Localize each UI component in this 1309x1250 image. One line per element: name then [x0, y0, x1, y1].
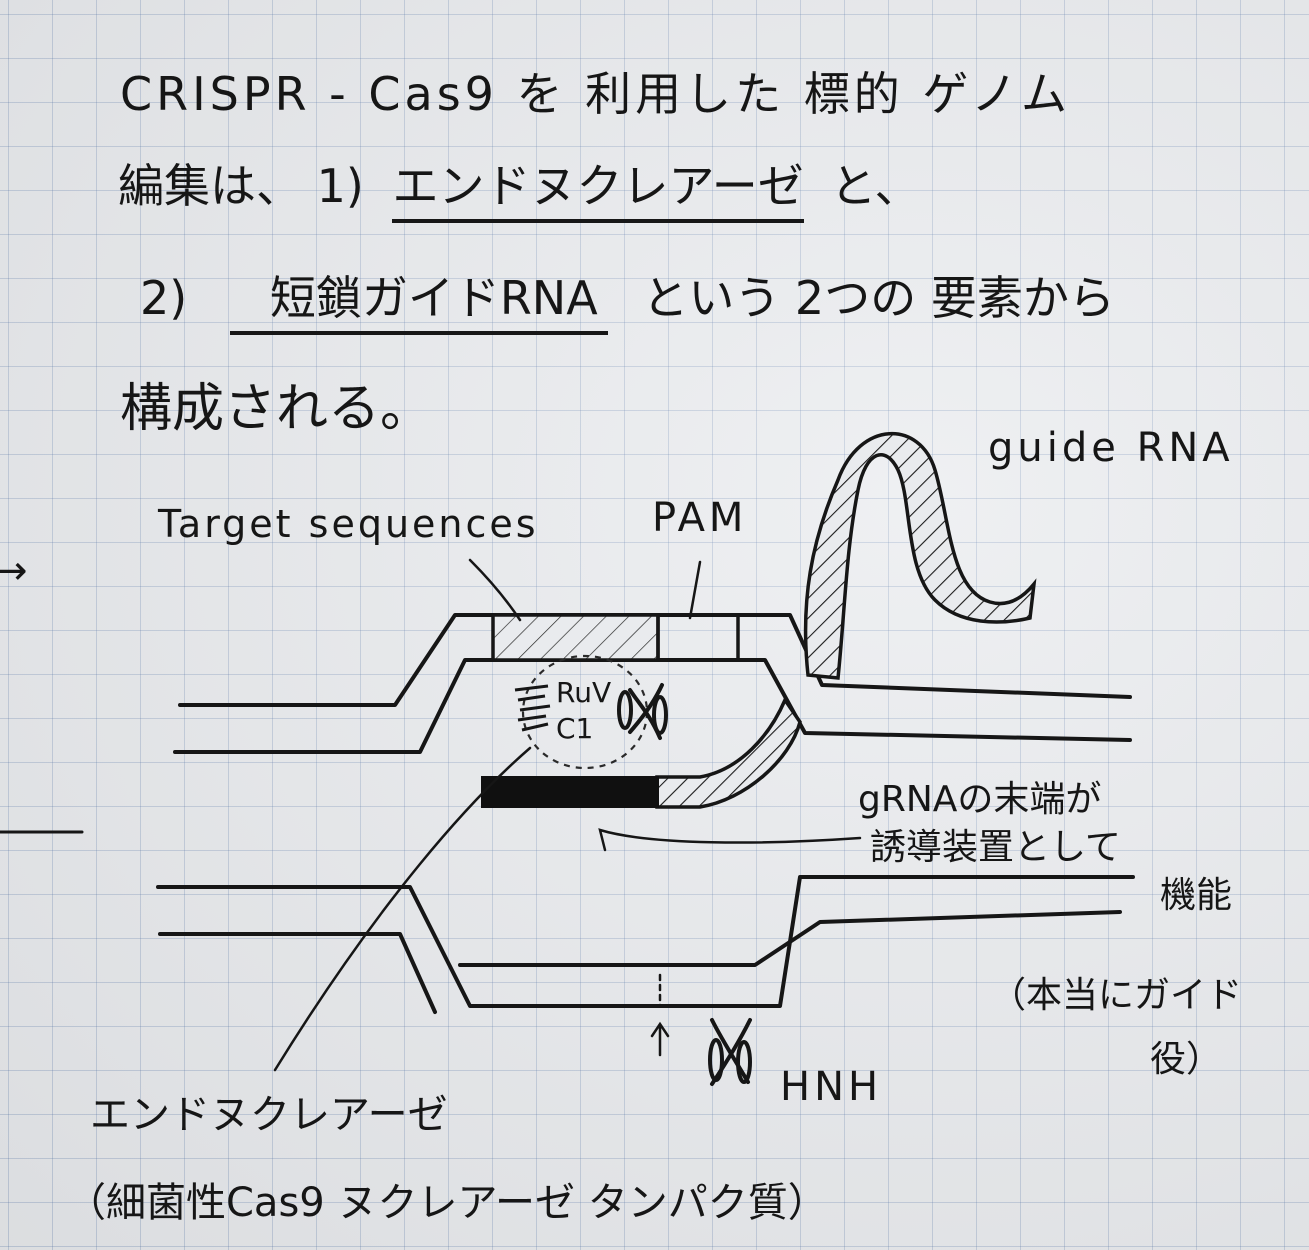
note-line-3-prefix: 2)	[140, 271, 188, 325]
grna-note-line-3: 機能	[1160, 875, 1233, 916]
leader-grna-note	[598, 828, 862, 852]
ruvc-label-top: RuV	[556, 676, 612, 709]
underlined-guide-rna: 短鎖ガイドRNA	[229, 271, 608, 335]
target-sequence-box	[491, 613, 660, 662]
leader-target	[468, 558, 522, 622]
ruvc-label-bottom: C1	[556, 712, 594, 745]
note-line-2-suffix: と、	[830, 159, 921, 213]
scissors-icon-ruvc	[617, 683, 668, 740]
margin-arrow-icon: →	[0, 548, 28, 594]
grna-strand-in-bubble	[655, 696, 802, 809]
underlined-endonuclease: エンドヌクレアーゼ	[392, 159, 804, 223]
dna-bottom-inner-strand-2	[458, 910, 1122, 967]
dna-bottom-inner-strand	[158, 932, 437, 1014]
guide-role-note-line-2: 役）	[1150, 1039, 1223, 1080]
target-dna-black-segment	[481, 776, 659, 808]
note-line-1: CRISPR - Cas9 を 利用した 標的 ゲノム	[120, 67, 1072, 121]
note-line-2-prefix: 編集は、 1)	[118, 159, 364, 213]
guide-role-note-line-1: （本当にガイド	[990, 975, 1243, 1016]
note-line-2: 編集は、 1) エンドヌクレアーゼ と、	[118, 150, 921, 223]
endonuclease-label: エンドヌクレアーゼ	[90, 1092, 448, 1138]
note-line-3-suffix: という 2つの 要素から	[642, 271, 1115, 325]
leader-pam	[688, 560, 702, 620]
pam-label: PAM	[652, 495, 748, 541]
scissors-icon-hnh	[708, 1018, 752, 1086]
grna-note-line-1: gRNAの末端が	[858, 779, 1102, 820]
hnh-label: HNH	[780, 1064, 883, 1110]
guide-rna-label: guide RNA	[988, 425, 1234, 471]
note-line-3: 2) 短鎖ガイドRNA という 2つの 要素から	[140, 262, 1115, 335]
note-line-4: 構成される。	[120, 379, 433, 439]
hnh-arrow-icon	[650, 1021, 670, 1057]
scribble-mark	[514, 684, 551, 732]
target-sequences-label: Target sequences	[158, 502, 539, 546]
cas9-protein-label: （細菌性Cas9 ヌクレアーゼ タンパク質）	[66, 1180, 828, 1226]
pam-box	[656, 613, 740, 662]
guide-rna-ribbon	[803, 432, 1037, 680]
leader-endonuclease	[273, 746, 532, 1072]
dna-bottom-strand	[156, 875, 1135, 1008]
grna-note-line-2: 誘導装置として	[870, 827, 1121, 868]
